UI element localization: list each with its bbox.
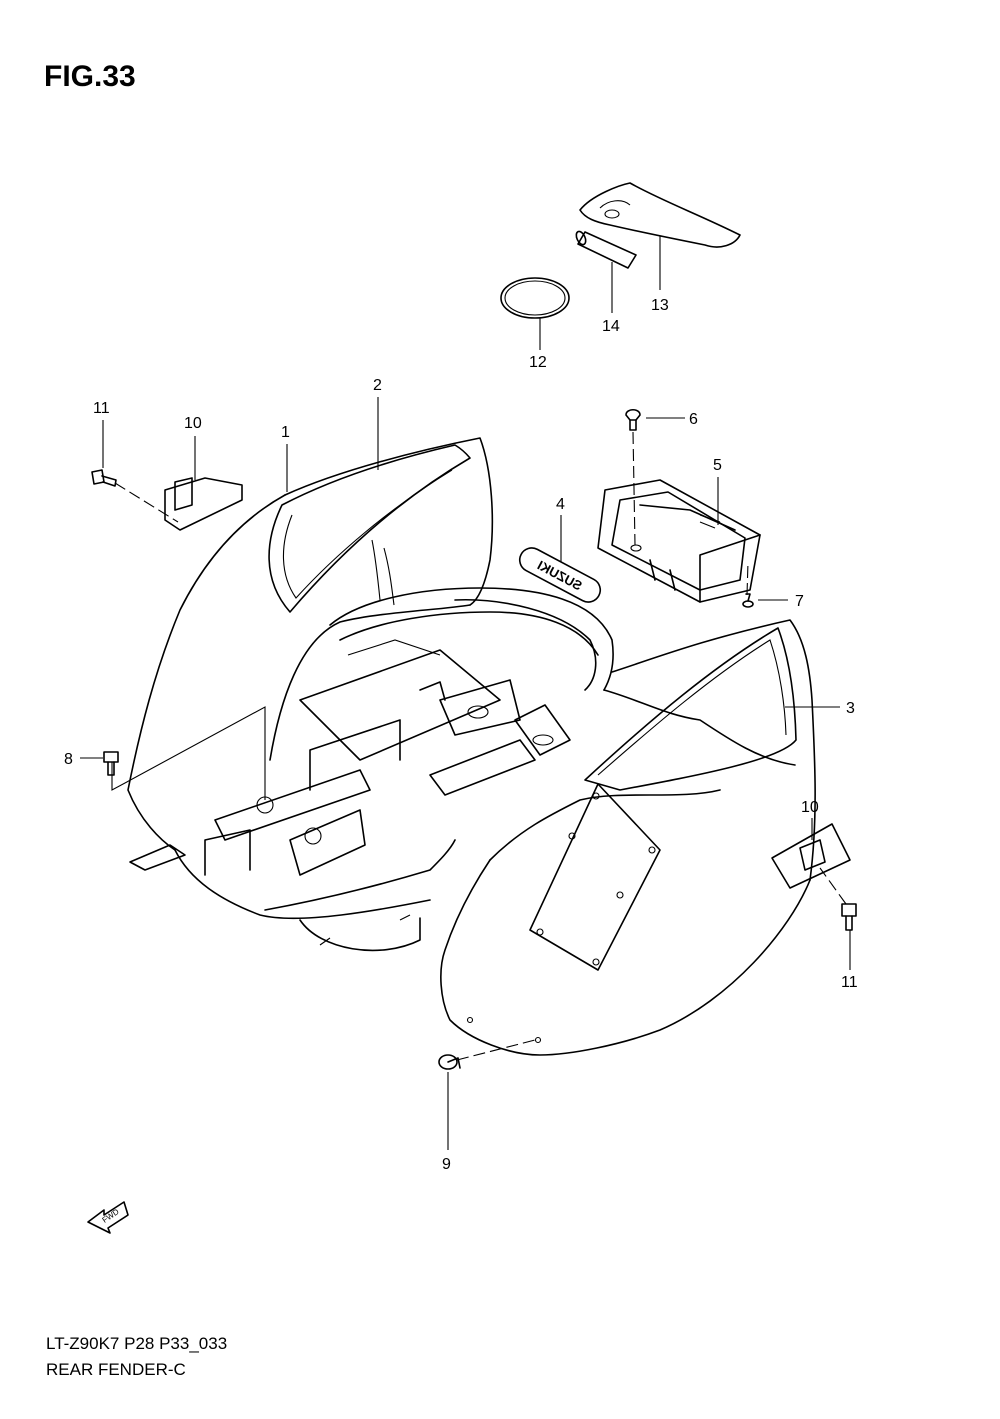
callout-7: 7 [795,593,804,610]
callout-14: 14 [602,318,620,335]
model-code-label: LT-Z90K7 P28 P33_033 [46,1334,228,1353]
callout-6: 6 [689,411,698,428]
callout-13: 13 [651,297,669,314]
figure-title: FIG.33 [44,60,136,93]
leader-lines [80,236,851,1150]
bracket-10-left [164,477,243,531]
screw-7 [742,593,754,608]
bolt-8 [103,751,119,776]
push-clip-9 [438,1054,461,1070]
callout-4: 4 [556,496,565,513]
callout-11-left: 11 [93,400,110,417]
callout-9: 9 [442,1156,451,1173]
callout-10-right: 10 [801,799,819,816]
forward-arrow: FWD [87,1201,129,1234]
assembly-lines [111,431,847,1061]
callout-12: 12 [529,354,547,371]
tube-14 [575,230,637,269]
tool-bag-13 [579,182,741,248]
bracket-10-right [771,823,851,889]
o-ring-12 [500,277,570,319]
bolt-11-right [841,903,857,931]
push-clip-6 [625,408,641,431]
callout-8: 8 [64,751,73,768]
callout-11-right: 11 [841,974,858,991]
rear-fender-body [127,437,816,1056]
bolt-11-left [91,469,117,487]
o-ring-12-inner [504,280,566,316]
callout-10-left: 10 [184,415,202,432]
suzuki-emblem: SUZUKI [518,547,602,603]
callout-1: 1 [281,424,290,441]
part-group-label: REAR FENDER-C [46,1360,186,1379]
callout-labels: 1 2 3 4 5 6 7 8 9 10 10 11 11 12 13 14 [64,297,858,1173]
callout-2: 2 [373,377,382,394]
callout-5: 5 [713,457,722,474]
storage-tray [597,479,761,603]
callout-3: 3 [846,700,855,717]
